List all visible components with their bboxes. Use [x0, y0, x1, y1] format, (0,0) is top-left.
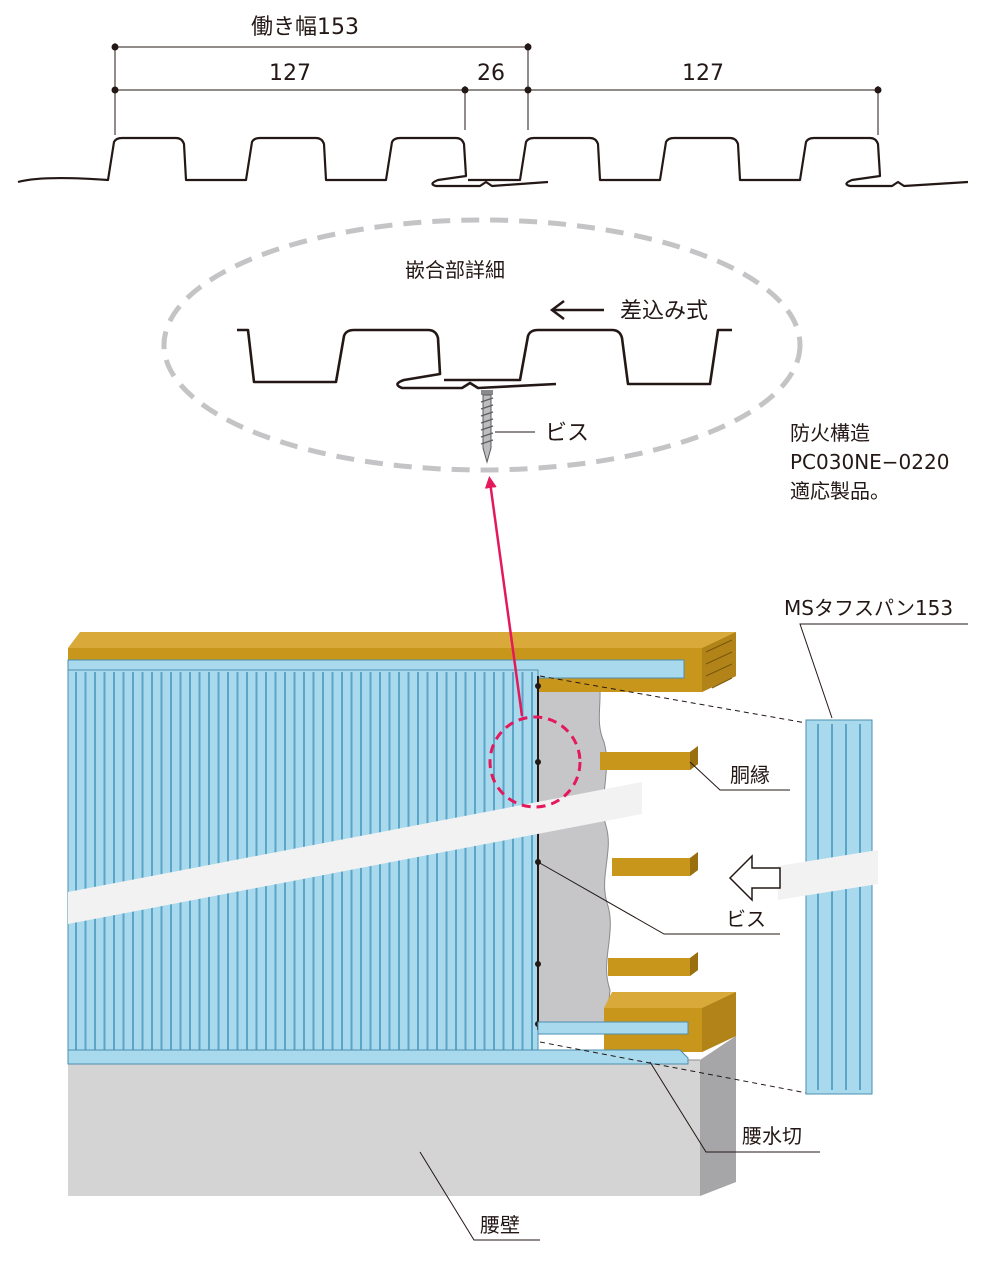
product-label: MSタフスパン153: [784, 596, 953, 620]
note-line-2: PC030NE−0220: [790, 450, 949, 474]
detail-screw-label: ビス: [545, 421, 589, 446]
base-wall-label: 腰壁: [480, 1213, 520, 1237]
dimension-lines: [111, 43, 882, 135]
detail-title: 嵌合部詳細: [405, 258, 505, 282]
dim-right-label: 127: [682, 61, 724, 86]
furring-label: 胴縁: [730, 763, 770, 787]
detail-marker-circle: [488, 715, 582, 809]
side-panel: [778, 719, 878, 1095]
insertion-label: 差込み式: [620, 299, 708, 324]
break-band: [68, 782, 642, 924]
wall-board: [537, 675, 611, 1031]
base-flashing: [67, 1021, 689, 1065]
detail-callout-ellipse: [161, 217, 803, 473]
detail-profile: [237, 328, 732, 390]
working-width-label: 働き幅153: [251, 15, 359, 40]
furring-strips: [600, 746, 698, 976]
dim-left-label: 127: [269, 61, 311, 86]
note-line-3: 適応製品。: [790, 479, 890, 503]
detail-screw: [480, 390, 494, 464]
label-leaders: [419, 623, 968, 1241]
panel-profile-top: [17, 136, 969, 188]
install-direction-arrow: [728, 854, 781, 902]
flashing-label: 腰水切: [742, 1124, 802, 1148]
note-line-1: 防火構造: [790, 421, 870, 445]
projection-lines: [539, 675, 813, 1095]
insertion-arrow: [549, 300, 604, 320]
wall-screw-label: ビス: [726, 907, 766, 931]
dim-overlap-label: 26: [477, 61, 505, 86]
detail-pointer-arrow: [484, 476, 524, 717]
